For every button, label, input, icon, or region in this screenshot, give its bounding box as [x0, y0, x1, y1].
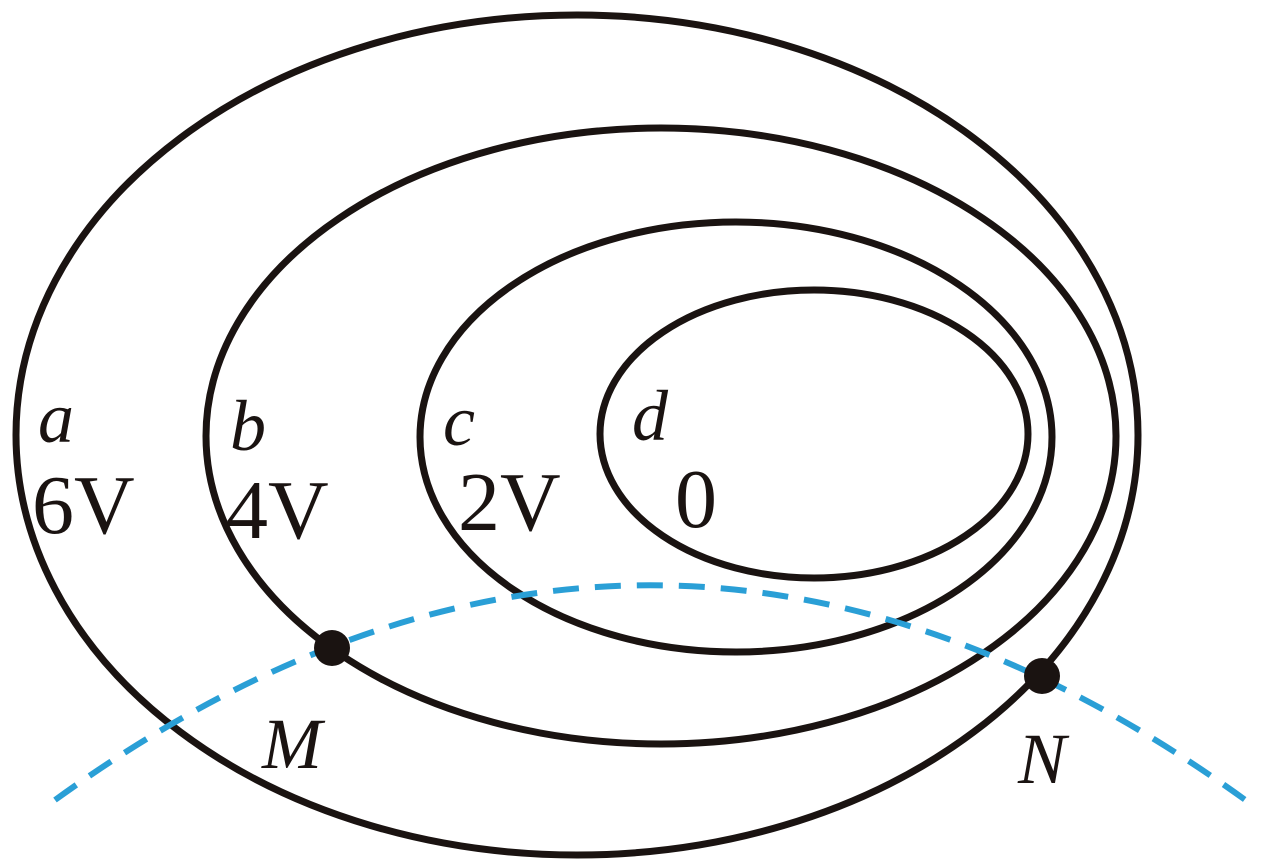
- surface-potential-d: 0: [675, 453, 717, 546]
- surface-label-b: b: [230, 386, 266, 466]
- surface-potential-c: 2V: [458, 456, 561, 549]
- surface-label-d: d: [632, 376, 669, 456]
- point-m: [314, 630, 350, 666]
- surface-label-a: a: [38, 378, 74, 458]
- equipotential-surface-b: [202, 124, 1120, 748]
- point-label-m: M: [261, 704, 326, 784]
- equipotential-surface-d: [596, 286, 1032, 582]
- point-label-n: N: [1017, 719, 1070, 799]
- surface-potential-a: 6V: [32, 459, 135, 552]
- equipotential-surface-c: [416, 218, 1056, 656]
- particle-trajectory: [53, 582, 1257, 810]
- equipotential-surface-a: [12, 11, 1142, 859]
- surface-label-c: c: [443, 381, 475, 461]
- point-n: [1024, 658, 1060, 694]
- surface-potential-b: 4V: [226, 464, 329, 557]
